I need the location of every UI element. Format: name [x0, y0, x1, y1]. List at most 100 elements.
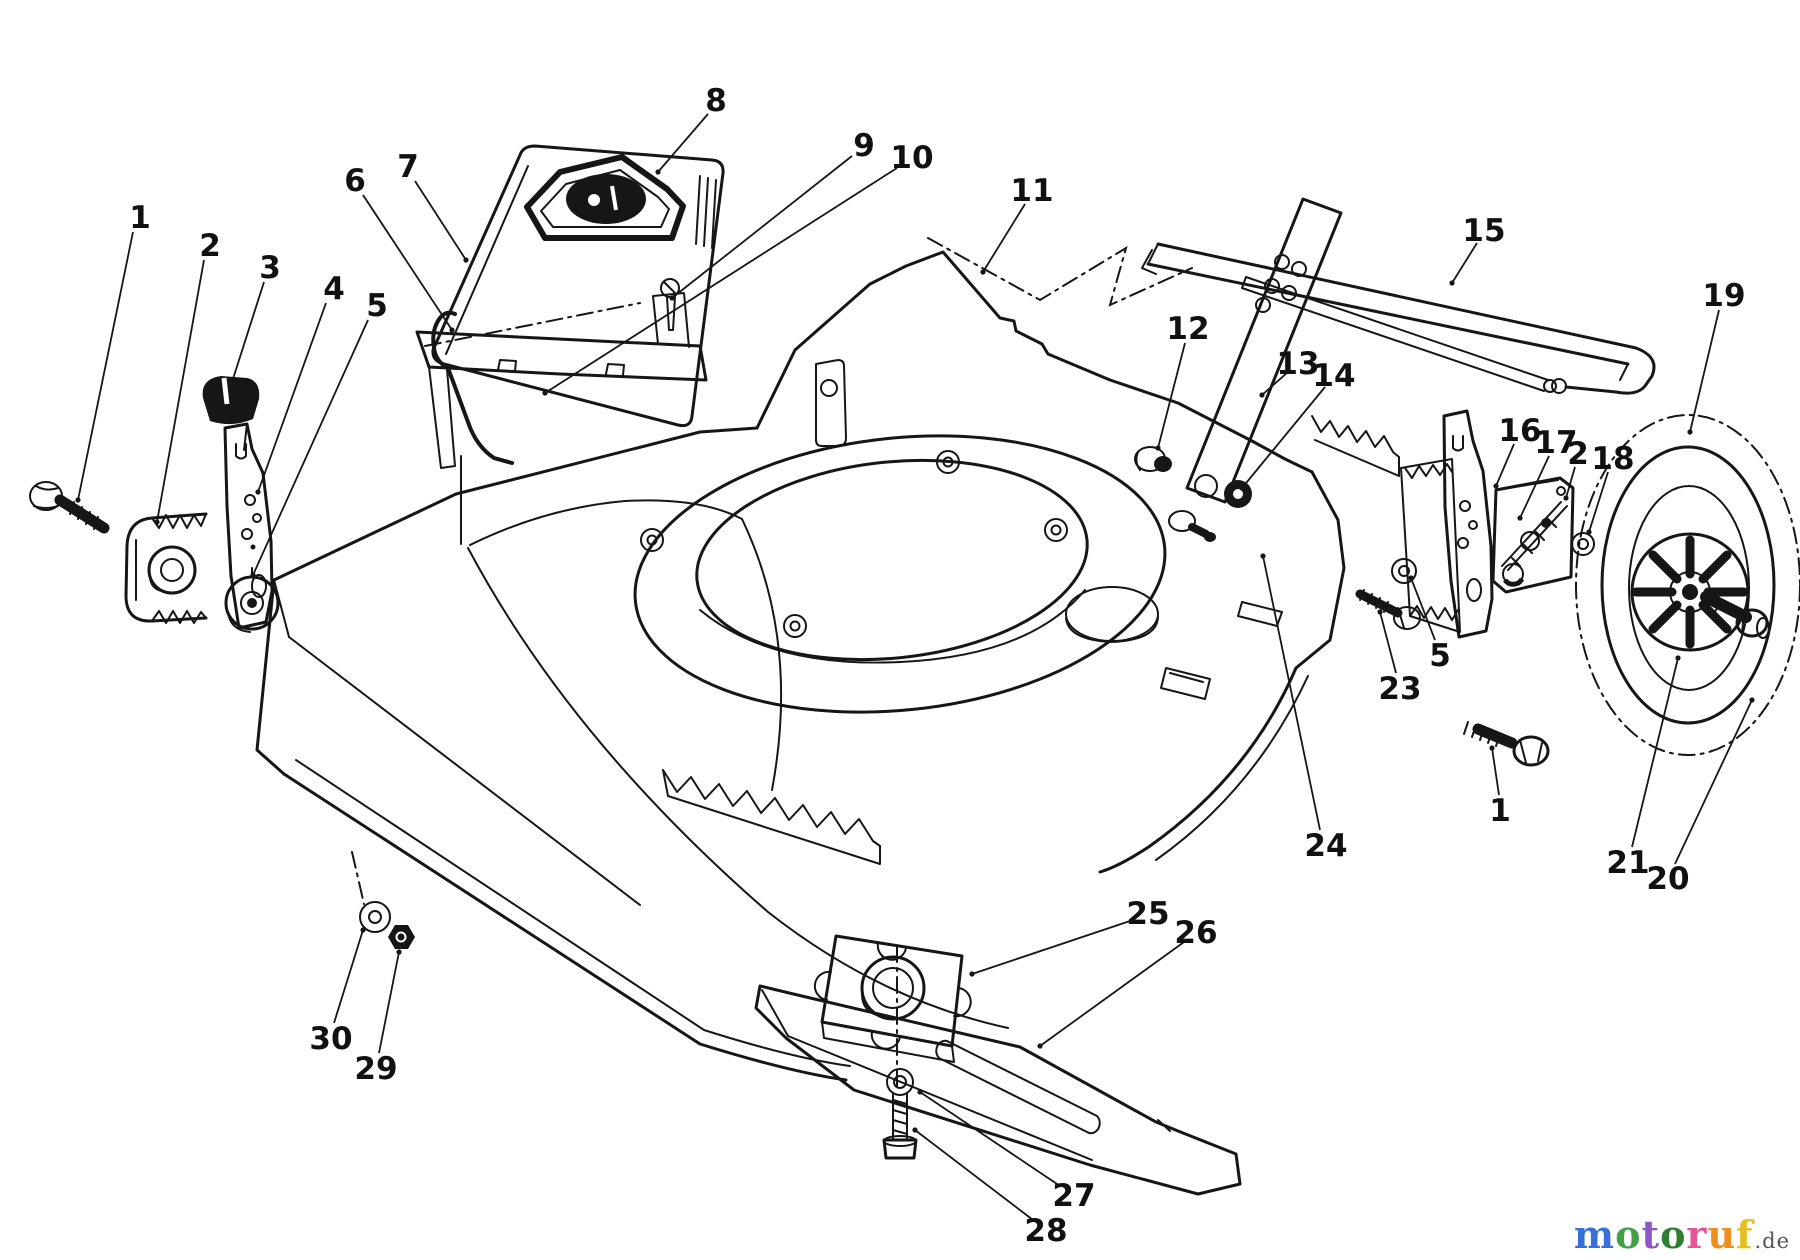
callout-number: 21 — [1606, 845, 1649, 881]
callout-number: 14 — [1312, 358, 1355, 394]
callout-leader-18 — [1588, 471, 1609, 533]
callout-leader-4 — [257, 302, 327, 493]
right-adjuster-lever — [1442, 409, 1494, 639]
deck-locknut — [388, 925, 415, 949]
left-adjuster-lever — [223, 422, 274, 630]
callout-number: 16 — [1498, 413, 1541, 449]
callout-number: 3 — [259, 250, 281, 286]
callout-tip — [1493, 483, 1499, 489]
callout-leader-17 — [1519, 455, 1550, 519]
wheel-axle-bolt — [1700, 589, 1770, 639]
tire-outer — [1575, 414, 1800, 756]
logo-letter: o — [1660, 1212, 1687, 1257]
callout-tip — [969, 971, 975, 977]
axle-washer — [1571, 532, 1595, 556]
handle-mount-tab — [815, 359, 847, 447]
callout-leader-15 — [1451, 242, 1478, 284]
logo-letter: m — [1573, 1212, 1616, 1257]
callout-number: 27 — [1052, 1178, 1095, 1214]
callout-number: 1 — [1489, 793, 1511, 829]
ring-bolt-bosses — [640, 450, 1068, 638]
callout-tip — [1687, 429, 1693, 435]
callout-number: 19 — [1702, 278, 1745, 314]
callout-number: 17 — [1534, 425, 1577, 461]
blade-bolt — [882, 1093, 918, 1160]
callout-tip — [1586, 529, 1592, 535]
callout-leader-6 — [362, 194, 453, 331]
bail-wire — [431, 310, 514, 465]
callout-tip — [1749, 697, 1755, 703]
callout-leader-5 — [1410, 577, 1436, 641]
callout-leader-7 — [414, 180, 467, 261]
blade-mount — [813, 934, 972, 1063]
callout-tip — [75, 497, 81, 503]
callout-leader-16 — [1495, 443, 1515, 487]
callout-tip — [449, 327, 455, 333]
callout-leader-30 — [333, 929, 364, 1024]
callout-leader-5 — [252, 319, 369, 576]
pivot-washer — [1224, 480, 1252, 508]
callout-tip — [1563, 495, 1569, 501]
callout-tip — [980, 269, 986, 275]
left-height-adjuster — [29, 376, 280, 633]
logo-letters: motoruf — [1574, 1212, 1754, 1257]
callout-leader-8 — [657, 113, 709, 173]
callout-tip — [154, 519, 160, 525]
logo-letter: o — [1615, 1212, 1642, 1257]
callout-tip — [669, 295, 675, 301]
callout-tip — [1489, 745, 1495, 751]
callout-number: 26 — [1174, 915, 1217, 951]
engine-mount-ring — [633, 434, 1167, 714]
adjuster-bolt-upper — [1355, 589, 1421, 630]
callout-leader-28 — [914, 1129, 1034, 1221]
motoruf-logo: motoruf.de — [1574, 1216, 1790, 1254]
callout-leader-11 — [982, 203, 1026, 273]
callout-number: 1 — [129, 200, 151, 236]
callout-number: 28 — [1024, 1213, 1067, 1249]
deck-slot — [1160, 667, 1211, 700]
callout-leader-25 — [971, 919, 1134, 975]
callout-tip — [1037, 1043, 1043, 1049]
serrated-baffle-center — [662, 769, 881, 865]
callout-tip — [917, 1089, 923, 1095]
callout-tip — [1155, 445, 1161, 451]
callout-tip — [1239, 485, 1245, 491]
left-shoulder-bolt — [29, 481, 110, 534]
cover-support-tray — [415, 292, 708, 469]
callout-leader-14 — [1241, 386, 1326, 489]
callout-number: 8 — [705, 83, 727, 119]
engine-cover — [415, 144, 725, 469]
cover-screw — [660, 278, 680, 331]
callout-leader-23 — [1379, 611, 1397, 674]
rear-deflector-bar — [1141, 242, 1656, 395]
callout-tip — [912, 1127, 918, 1133]
callout-number: 5 — [366, 288, 388, 324]
callout-leader-26 — [1039, 941, 1185, 1047]
callout-leader-12 — [1157, 342, 1186, 449]
callout-number: 15 — [1462, 213, 1505, 249]
callout-leader-24 — [1262, 555, 1321, 831]
callout-tip — [1449, 280, 1455, 286]
rubber-stop-cap — [202, 376, 260, 425]
callout-number: 2 — [199, 228, 221, 264]
right-bracket-housing — [1491, 476, 1575, 594]
callout-number: 29 — [354, 1051, 397, 1087]
logo-letter: u — [1707, 1212, 1737, 1257]
mower-blade — [754, 984, 1242, 1196]
callout-leader-2 — [1565, 466, 1576, 499]
adjuster-bolt-lower — [1463, 721, 1550, 767]
callout-leader-27 — [919, 1091, 1061, 1187]
logo-letter: t — [1641, 1212, 1661, 1257]
callout-number: 18 — [1591, 441, 1634, 477]
callout-number: 2 — [1567, 436, 1589, 472]
callout-number: 5 — [1429, 638, 1451, 674]
callout-leader-1 — [1491, 747, 1500, 796]
callout-tip — [1377, 609, 1383, 615]
deck-washer — [359, 901, 391, 933]
callout-tip — [463, 257, 469, 263]
callout-tip — [655, 169, 661, 175]
callout-leader-13 — [1261, 371, 1289, 396]
callout-leader-1 — [77, 231, 134, 501]
